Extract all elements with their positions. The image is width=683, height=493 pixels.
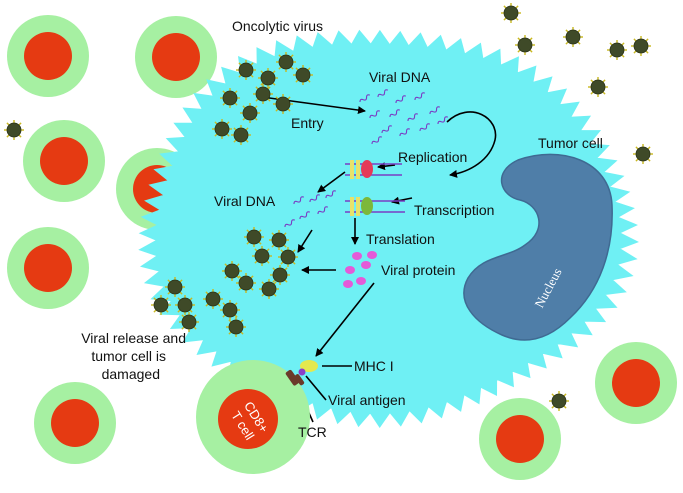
transcription-label: Transcription: [414, 202, 494, 218]
nucleus: [463, 153, 613, 341]
virus-particle: [165, 277, 185, 297]
transcription-complex: [345, 197, 405, 216]
virus-particle: [231, 125, 251, 145]
virus-particle: [563, 27, 583, 47]
virus-particle: [273, 94, 293, 114]
viral-dna-strand: [381, 125, 393, 134]
oncolytic-virus-label: Oncolytic virus: [232, 18, 323, 34]
virus-particle: [240, 103, 260, 123]
virus-particle: [588, 77, 608, 97]
virus-particle: [4, 120, 24, 140]
virus-particle: [226, 317, 246, 337]
replication-complex: [345, 160, 402, 179]
release-label-line3: damaged: [102, 366, 160, 382]
virus-particle: [259, 279, 279, 299]
replication-cycle-arrow: [446, 111, 497, 178]
mhc-label: MHC I: [354, 358, 394, 374]
replication-arrow: [377, 162, 396, 171]
dna-export-arrow: [317, 171, 346, 193]
virus-particle: [276, 52, 296, 72]
viral-dna-strand: [299, 211, 311, 220]
virus-particle: [244, 227, 264, 247]
viral-antigen-label: Viral antigen: [328, 392, 406, 408]
normal-cell: [479, 398, 561, 480]
virus-particle: [501, 3, 521, 23]
virus-particle: [179, 312, 199, 332]
viral-dna-cluster-left: [284, 190, 337, 228]
viral-protein-cluster: [343, 251, 377, 288]
antigen-leader-line: [305, 375, 327, 401]
translation-label: Translation: [366, 231, 435, 247]
viral-dna-strand: [395, 95, 407, 104]
viral-dna-cluster-top: [359, 89, 449, 145]
virus-particle: [212, 119, 232, 139]
virus-particle: [278, 247, 298, 267]
viral-dna-strand: [359, 94, 371, 103]
virus-particle: [270, 265, 290, 285]
normal-cell: [7, 227, 89, 309]
viral-protein-label: Viral protein: [381, 262, 455, 278]
viral-dna-strand: [437, 116, 449, 125]
normal-cell: [34, 382, 116, 464]
virus-particle: [549, 391, 569, 411]
virus-particle: [269, 230, 289, 250]
tcr-label: TCR: [298, 424, 327, 440]
virus-particle: [175, 295, 195, 315]
entry-label: Entry: [291, 115, 324, 131]
viral-dna-strand: [389, 109, 401, 118]
replication-label: Replication: [398, 149, 467, 165]
virus-particle: [293, 65, 313, 85]
flow-arrows: [261, 96, 413, 423]
viral-dna-strand: [293, 196, 305, 205]
oncolytic-viruses: [4, 3, 653, 411]
virus-particle: [631, 36, 651, 56]
normal-cell: [7, 15, 89, 97]
virus-particle: [258, 68, 278, 88]
viral-dna-strand: [419, 123, 431, 132]
tcr-mhc-complex: [285, 360, 318, 386]
viral-dna-strand: [377, 89, 389, 98]
viral-dna-top-label: Viral DNA: [369, 69, 431, 85]
mhc-molecule: [300, 360, 318, 372]
virus-particle: [151, 295, 171, 315]
viral-dna-strand: [429, 106, 441, 115]
viral-dna-strand: [317, 206, 329, 215]
viral-dna-strand: [309, 194, 321, 203]
virus-particle: [236, 273, 256, 293]
assembly-arrow: [297, 229, 313, 253]
tcr-receptor: [285, 369, 300, 386]
virus-particle: [203, 289, 223, 309]
viral-dna-strand: [284, 219, 296, 228]
viral-dna-left-label: Viral DNA: [214, 193, 276, 209]
cd8-t-cell: CD8+ T cell: [196, 360, 310, 474]
virus-particle: [220, 300, 240, 320]
virus-particle: [607, 40, 627, 60]
virus-particle: [222, 261, 242, 281]
viral-antigen-molecule: [298, 368, 306, 376]
viral-dna-strand: [325, 190, 337, 199]
virus-particle: [633, 144, 653, 164]
virus-particle: [236, 60, 256, 80]
virus-particle: [253, 84, 273, 104]
viral-dna-strand: [399, 128, 411, 137]
normal-cell: [23, 120, 105, 202]
virus-particle: [252, 246, 272, 266]
virus-particle: [220, 88, 240, 108]
antigen-presentation-arrow: [315, 282, 375, 357]
viral-dna-strand: [369, 110, 381, 119]
viral-dna-strand: [407, 113, 419, 122]
release-label-line2: tumor cell is: [91, 348, 166, 364]
tumor-cell-label: Tumor cell: [538, 135, 603, 151]
normal-cell: [595, 342, 677, 424]
virus-particle: [515, 35, 535, 55]
viral-dna-strand: [371, 136, 383, 145]
release-label-line1: Viral release and: [81, 330, 186, 346]
viral-dna-strand: [414, 92, 426, 101]
normal-cell: [135, 16, 217, 98]
